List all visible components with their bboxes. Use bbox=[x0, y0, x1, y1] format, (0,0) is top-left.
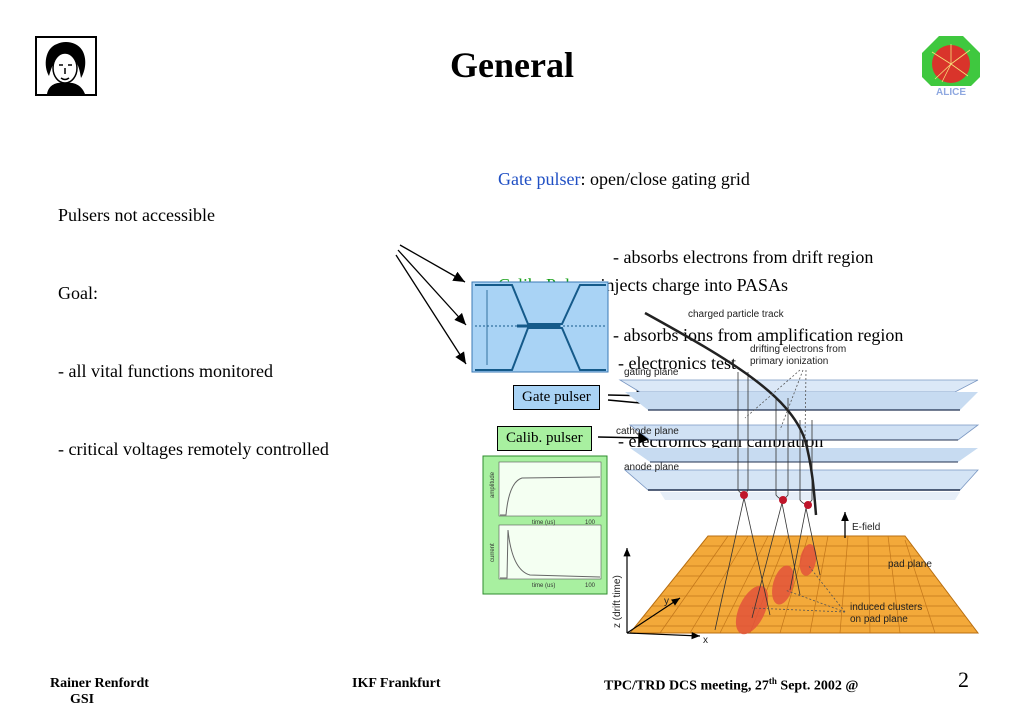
page-number: 2 bbox=[958, 667, 969, 692]
footer-institute: IKF Frankfurt bbox=[352, 676, 441, 691]
cathode-plane-label: cathode plane bbox=[616, 426, 679, 437]
calib-pulser-box: Calib. pulser bbox=[497, 426, 592, 451]
alice-logo: ALICE bbox=[920, 32, 982, 98]
plot-top-xmax: 100 bbox=[585, 520, 596, 526]
footer-author-line-1: Rainer Renfordt bbox=[50, 676, 149, 691]
z-axis-label: z (drift time) bbox=[612, 575, 623, 628]
drifting-label-2: primary ionization bbox=[750, 356, 828, 367]
calib-pulser-description: : injects charge into PASAs bbox=[591, 275, 788, 295]
plot-top-ylabel: amplitude bbox=[490, 471, 496, 498]
gate-pulser-heading: Gate pulser: open/close gating grid bbox=[498, 166, 903, 192]
gate-pulser-bullet-1: - absorbs electrons from drift region bbox=[613, 247, 874, 267]
x-axis-label: x bbox=[703, 635, 708, 646]
induced-label-1: induced clusters bbox=[850, 602, 922, 613]
gate-pulser-bullet-2: - absorbs ions from amplification region bbox=[613, 325, 904, 345]
gating-plane-label: gating plane bbox=[624, 367, 679, 378]
gate-pulser-block: Gate pulser: open/close gating grid - ab… bbox=[498, 114, 903, 374]
drifting-label-1: drifting electrons from bbox=[750, 344, 846, 355]
induced-label-2: on pad plane bbox=[850, 614, 908, 625]
gate-pulser-label: Gate pulser bbox=[498, 169, 581, 189]
footer-meeting-sup: th bbox=[768, 676, 777, 686]
left-text-block: Pulsers not accessible Goal: - all vital… bbox=[58, 150, 329, 488]
plot-bottom-xmax: 100 bbox=[585, 583, 596, 589]
plot-bottom-xlabel: time (us) bbox=[532, 583, 555, 589]
drift-lines bbox=[714, 372, 821, 631]
charged-track-label: charged particle track bbox=[688, 309, 785, 320]
plot-top-xlabel: time (us) bbox=[532, 520, 555, 526]
calib-pulser-bullet-1: - electronics test bbox=[618, 353, 736, 373]
plot-bottom-ylabel: current bbox=[490, 543, 496, 562]
anode-plane-label: anode plane bbox=[624, 462, 679, 473]
left-line-3: - all vital functions monitored bbox=[58, 361, 273, 381]
slide-title: General bbox=[450, 45, 574, 85]
footer-meeting: TPC/TRD DCS meeting, 27th Sept. 2002 @ bbox=[604, 676, 858, 695]
svg-text:ALICE: ALICE bbox=[936, 87, 966, 98]
footer-author-line-2: GSI bbox=[70, 692, 95, 707]
left-line-1: Pulsers not accessible bbox=[58, 205, 215, 225]
waveform-image bbox=[471, 281, 609, 373]
left-line-2: Goal: bbox=[58, 283, 98, 303]
signal-plots bbox=[482, 455, 608, 595]
e-field-label: E-field bbox=[852, 522, 880, 533]
portrait-logo bbox=[35, 36, 97, 96]
chamber-planes bbox=[618, 379, 980, 500]
pad-plane-label: pad plane bbox=[888, 559, 932, 570]
gate-pulser-box: Gate pulser bbox=[513, 385, 600, 410]
pad-plane bbox=[628, 535, 980, 635]
pointer-arrows bbox=[395, 244, 467, 365]
gate-pulser-description: : open/close gating grid bbox=[580, 169, 750, 189]
coordinate-axes bbox=[623, 548, 701, 640]
footer-meeting-post: Sept. 2002 @ bbox=[776, 678, 859, 694]
y-axis-label: y bbox=[664, 596, 669, 607]
left-line-4: - critical voltages remotely controlled bbox=[58, 439, 329, 459]
footer-author: Rainer Renfordt GSI bbox=[50, 676, 149, 708]
footer-meeting-pre: TPC/TRD DCS meeting, 27 bbox=[604, 678, 769, 694]
